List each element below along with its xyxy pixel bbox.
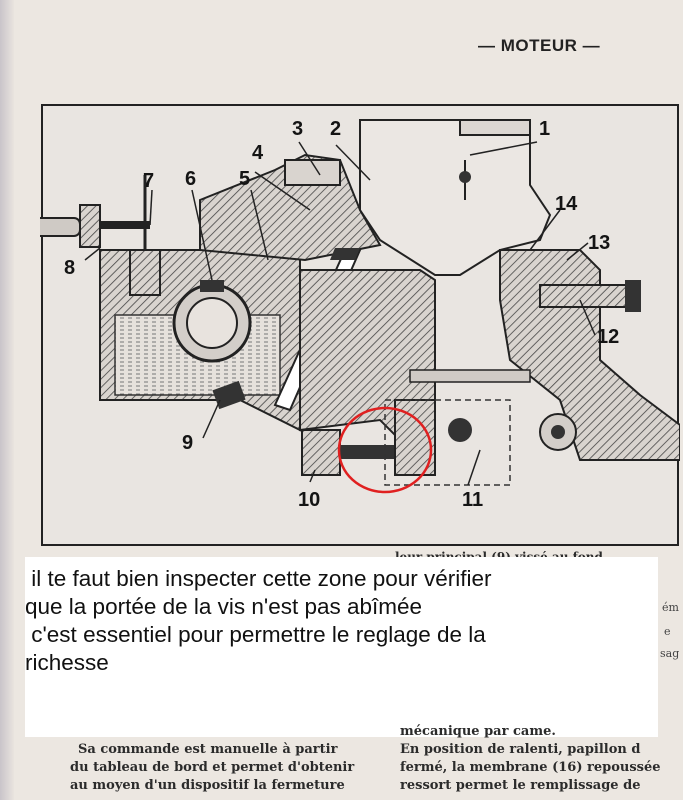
- annotation-line: richesse: [25, 650, 109, 675]
- body-text-right-line: fermé, la membrane (16) repoussée: [400, 760, 661, 775]
- annotation-line: que la portée de la vis n'est pas abîmée: [25, 594, 423, 619]
- callout-8: 8: [64, 257, 76, 279]
- annotation-line: il te faut bien inspecter cette zone pou…: [25, 566, 492, 591]
- callout-12: 12: [597, 326, 620, 348]
- side-fragment: ém: [662, 601, 679, 614]
- annotation-line: c'est essentiel pour permettre le reglag…: [25, 622, 486, 647]
- callout-11: 11: [462, 489, 484, 511]
- callout-2: 2: [330, 118, 342, 140]
- callout-9: 9: [182, 432, 194, 454]
- side-fragment: sag: [660, 647, 680, 660]
- callout-7: 7: [143, 170, 155, 192]
- body-text-left-line: Sa commande est manuelle à partir: [78, 742, 338, 757]
- callout-13: 13: [588, 232, 611, 254]
- callout-3: 3: [292, 118, 304, 140]
- side-fragment: e: [664, 625, 671, 638]
- body-text-right-line: En position de ralenti, papillon d: [400, 742, 641, 757]
- callout-5: 5: [239, 168, 251, 190]
- body-text-left-line: au moyen d'un dispositif la fermeture: [70, 778, 345, 793]
- callout-6: 6: [185, 168, 197, 190]
- body-text-right-line: mécanique par came.: [400, 724, 556, 739]
- callout-10: 10: [298, 489, 321, 511]
- callout-4: 4: [252, 142, 264, 164]
- callout-1: 1: [539, 118, 551, 140]
- body-text-right-line: ressort permet le remplissage de: [400, 778, 641, 793]
- callout-14: 14: [555, 193, 578, 215]
- page-header: — MOTEUR —: [478, 36, 601, 55]
- page-edge: [0, 0, 14, 800]
- annotation-box: il te faut bien inspecter cette zone pou…: [25, 557, 658, 737]
- body-text-left-line: du tableau de bord et permet d'obtenir: [70, 760, 355, 775]
- carburetor-diagram: [40, 104, 680, 546]
